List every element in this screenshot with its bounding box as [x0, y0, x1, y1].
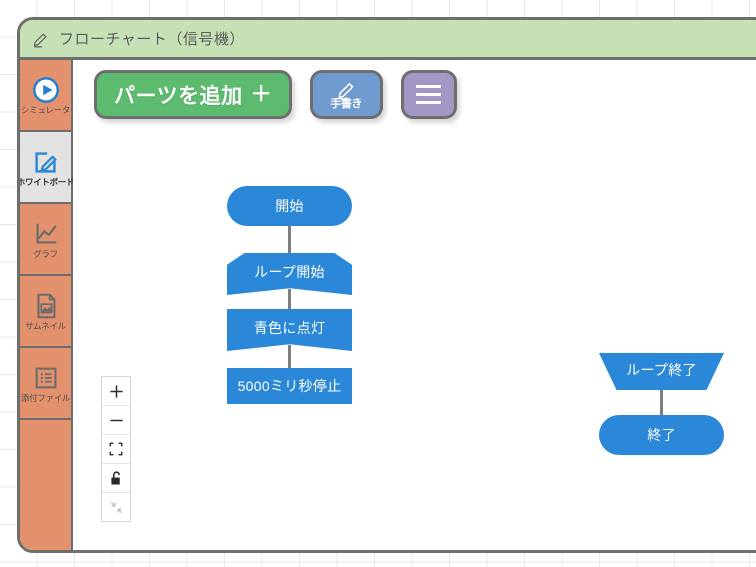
- app-panel: フローチャート（信号機） シミュレータ ホワイトボード: [17, 17, 756, 553]
- node-label: ループ開始: [254, 263, 325, 280]
- node-label: 青色に点灯: [253, 319, 326, 336]
- flowchart-node-end[interactable]: 終了: [599, 415, 724, 455]
- sidebar-item-label: グラフ: [33, 249, 58, 260]
- menu-button[interactable]: [400, 70, 457, 119]
- minus-icon: [109, 419, 123, 421]
- zoom-controls: [101, 376, 131, 522]
- node-label: ループ終了: [626, 362, 697, 378]
- flowchart-node-wait5000[interactable]: 5000ミリ秒停止: [227, 368, 352, 404]
- handwrite-label: 手書き: [330, 97, 362, 110]
- plus-icon: [109, 384, 123, 398]
- whiteboard-canvas[interactable]: パーツを追加 ＋ 手書き 開始ループ開始青色に点灯 5000ミリ秒停止 ループ終了終…: [73, 60, 756, 550]
- sidebar-item-label: サムネイル: [25, 321, 66, 332]
- sidebar-item-simulator[interactable]: シミュレータ: [20, 60, 71, 132]
- expand-icon: [109, 442, 123, 456]
- sidebar-item-label: ホワイトボード: [17, 177, 75, 188]
- title-bar: フローチャート（信号機）: [20, 20, 756, 60]
- sidebar-item-label: シミュレータ: [20, 105, 71, 116]
- node-label: 5000ミリ秒停止: [237, 378, 342, 394]
- image-file-icon: [36, 293, 55, 319]
- pencil-icon: [338, 82, 354, 100]
- pencil-edit-icon[interactable]: [32, 30, 50, 48]
- zoom-out-button[interactable]: [102, 406, 130, 435]
- line-chart-icon: [35, 223, 56, 244]
- unlock-icon: [110, 470, 120, 485]
- page-title: フローチャート（信号機）: [59, 31, 245, 48]
- connector-loopend-to-end: [660, 383, 663, 417]
- list-box-icon: [35, 367, 56, 389]
- flowchart-node-loopend[interactable]: ループ終了: [599, 353, 724, 390]
- flowchart-node-start[interactable]: 開始: [227, 186, 352, 226]
- sidebar-item-thumbnail[interactable]: サムネイル: [20, 276, 71, 348]
- connector-start-to-loopstart: [288, 225, 291, 255]
- node-label: 開始: [275, 198, 304, 214]
- hamburger-menu-icon: [416, 85, 442, 104]
- connector-blue-on-to-wait5000: [288, 345, 291, 369]
- sidebar-item-whiteboard[interactable]: ホワイトボード: [17, 132, 75, 204]
- node-label: 終了: [647, 427, 676, 443]
- sidebar: シミュレータ ホワイトボード グラフ: [17, 60, 75, 550]
- plus-icon: ＋: [250, 83, 272, 106]
- connector-loopstart-to-blue-on: [288, 289, 291, 311]
- toolbar: パーツを追加 ＋ 手書き: [94, 70, 457, 119]
- zoom-in-button[interactable]: [102, 377, 130, 406]
- body-row: シミュレータ ホワイトボード グラフ: [20, 60, 756, 550]
- flowchart: 開始ループ開始青色に点灯 5000ミリ秒停止 ループ終了終了: [73, 60, 756, 550]
- sidebar-filler: [20, 420, 71, 550]
- sidebar-item-label: 添付ファイル: [20, 393, 71, 404]
- play-circle-icon: [32, 77, 59, 104]
- unlock-button[interactable]: [102, 464, 130, 493]
- collapse-button[interactable]: [102, 493, 130, 521]
- add-part-label: パーツを追加: [114, 84, 243, 108]
- sidebar-item-graph[interactable]: グラフ: [20, 204, 71, 276]
- sidebar-item-attachment[interactable]: 添付ファイル: [20, 348, 71, 420]
- fit-screen-button[interactable]: [102, 435, 130, 464]
- add-part-button[interactable]: パーツを追加 ＋: [94, 70, 292, 119]
- collapse-icon: [110, 501, 122, 513]
- handwrite-button[interactable]: 手書き: [309, 70, 383, 119]
- note-edit-icon: [34, 152, 56, 173]
